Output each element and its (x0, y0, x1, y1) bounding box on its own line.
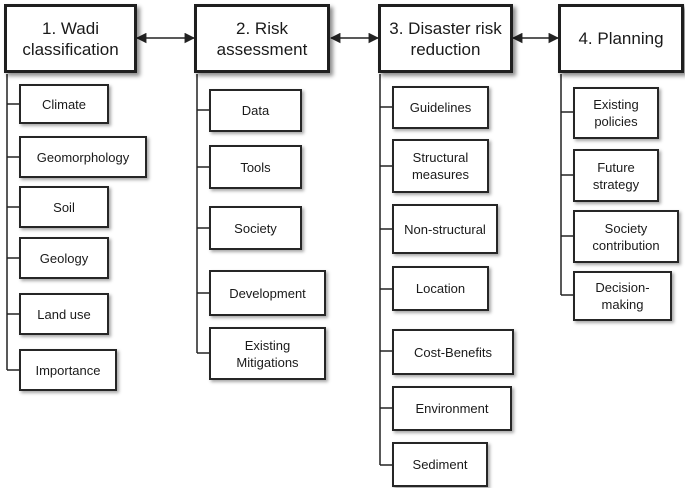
land-use-box: Land use (19, 293, 109, 335)
soil-box: Soil (19, 186, 109, 228)
existing-policies-box: Existing policies (573, 87, 659, 139)
non-structural-box: Non-structural (392, 204, 498, 254)
decision-making-box: Decision-making (573, 271, 672, 321)
importance-box: Importance (19, 349, 117, 391)
climate-box: Climate (19, 84, 109, 124)
society-contribution-box: Society contribution (573, 210, 679, 263)
geomorphology-box: Geomorphology (19, 136, 147, 178)
planning-header: 4. Planning (558, 4, 684, 73)
cost-benefits-box: Cost-Benefits (392, 329, 514, 375)
planning-title: 4. Planning (578, 29, 664, 48)
sediment-box: Sediment (392, 442, 488, 487)
disaster-risk-reduction-title: 3. Disaster risk reduction (389, 18, 502, 59)
risk-assessment-header: 2. Risk assessment (194, 4, 330, 73)
society-box: Society (209, 206, 302, 250)
existing-mitigations-box: Existing Mitigations (209, 327, 326, 380)
structural-measures-box: Structural measures (392, 139, 489, 193)
geology-box: Geology (19, 237, 109, 279)
guidelines-box: Guidelines (392, 86, 489, 129)
location-box: Location (392, 266, 489, 311)
data-box: Data (209, 89, 302, 132)
wadi-classification-title: 1. Wadi classification (22, 18, 119, 59)
wadi-classification-header: 1. Wadi classification (4, 4, 137, 73)
disaster-risk-reduction-header: 3. Disaster risk reduction (378, 4, 513, 73)
future-strategy-box: Future strategy (573, 149, 659, 202)
risk-assessment-title: 2. Risk assessment (216, 18, 308, 59)
environment-box: Environment (392, 386, 512, 431)
development-box: Development (209, 270, 326, 316)
tools-box: Tools (209, 145, 302, 189)
